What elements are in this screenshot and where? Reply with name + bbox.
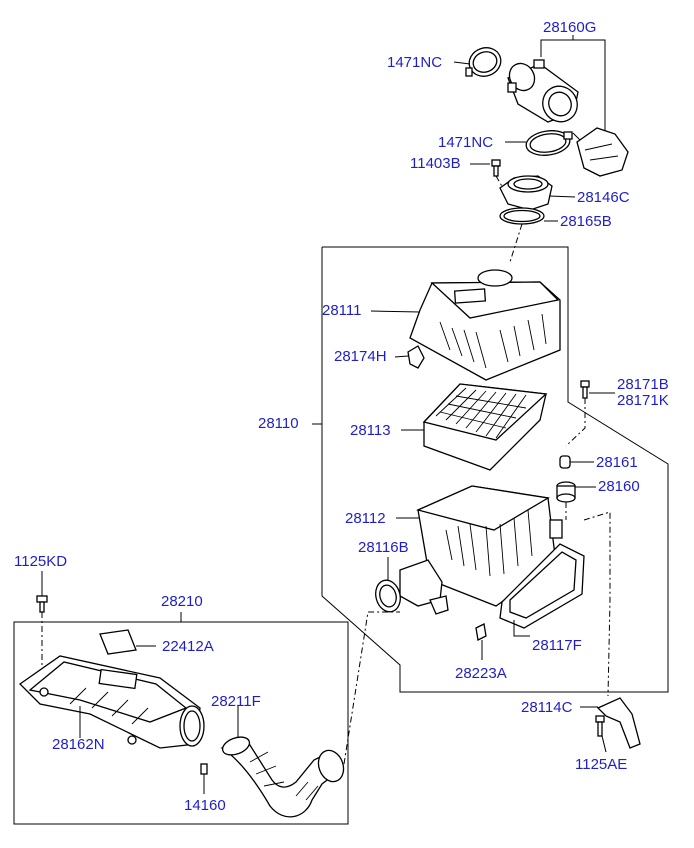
label-28160G: 28160G <box>543 19 597 36</box>
hose-clamp-upper <box>453 47 502 77</box>
label-28210: 28210 <box>161 593 203 610</box>
assembly-outline-28110 <box>312 246 669 693</box>
hose-28211F <box>220 611 400 818</box>
label-28116B: 28116B <box>358 539 409 556</box>
air-flow-sensor <box>507 59 579 123</box>
label-1125KD: 1125KD <box>14 553 68 570</box>
clip-14160 <box>200 763 208 794</box>
bolt-28171B <box>565 380 615 447</box>
label-28162N: 28162N <box>52 736 105 753</box>
label-14160: 14160 <box>184 797 226 814</box>
bracket-28160G <box>540 35 606 133</box>
label-28110: 28110 <box>258 415 299 432</box>
label-1471NC-mid: 1471NC <box>438 134 494 151</box>
intake-boot <box>572 127 629 177</box>
bracket-28114C <box>580 697 641 749</box>
gasket-28117F <box>499 511 611 697</box>
label-28113: 28113 <box>350 422 391 439</box>
air-filter <box>401 383 548 471</box>
label-28165B: 28165B <box>560 213 612 230</box>
bolt-1125AE <box>595 715 607 753</box>
label-28114C: 28114C <box>521 699 573 716</box>
label-28160: 28160 <box>598 478 640 495</box>
hose-clamp-lower <box>505 130 573 156</box>
label-22412A <box>99 629 156 655</box>
label-28112: 28112 <box>345 510 386 527</box>
label-28174H: 28174H <box>334 348 387 365</box>
label-28223A: 28223A <box>455 665 507 682</box>
body-inlet-28116B <box>375 557 449 615</box>
label-1125AE: 1125AE <box>575 756 628 773</box>
label-22412A: 22412A <box>162 638 214 655</box>
label-28171B: 28171B <box>617 376 669 393</box>
intake-duct-28162N <box>18 655 205 749</box>
o-ring-28165B <box>499 207 558 263</box>
duct-adapter-28146C <box>499 175 576 211</box>
assembly-box-28210 <box>13 612 349 825</box>
grommet-28161 <box>559 455 594 469</box>
clip-28223A <box>475 623 487 660</box>
label-28161: 28161 <box>596 454 638 471</box>
label-28211F: 28211F <box>211 693 261 710</box>
label-28117F: 28117F <box>532 637 582 654</box>
label-1471NC-top: 1471NC <box>387 54 443 71</box>
bolt-1125KD <box>36 571 48 666</box>
label-28171K: 28171K <box>617 392 669 409</box>
air-cleaner-cover <box>370 269 561 381</box>
label-28111: 28111 <box>322 302 362 319</box>
air-cleaner-body <box>396 485 563 607</box>
bolt-11403B <box>470 159 504 189</box>
label-28146C: 28146C <box>577 189 630 206</box>
label-11403B: 11403B <box>410 155 461 172</box>
clip-28174H <box>394 345 425 369</box>
grommet-28160 <box>556 481 596 520</box>
